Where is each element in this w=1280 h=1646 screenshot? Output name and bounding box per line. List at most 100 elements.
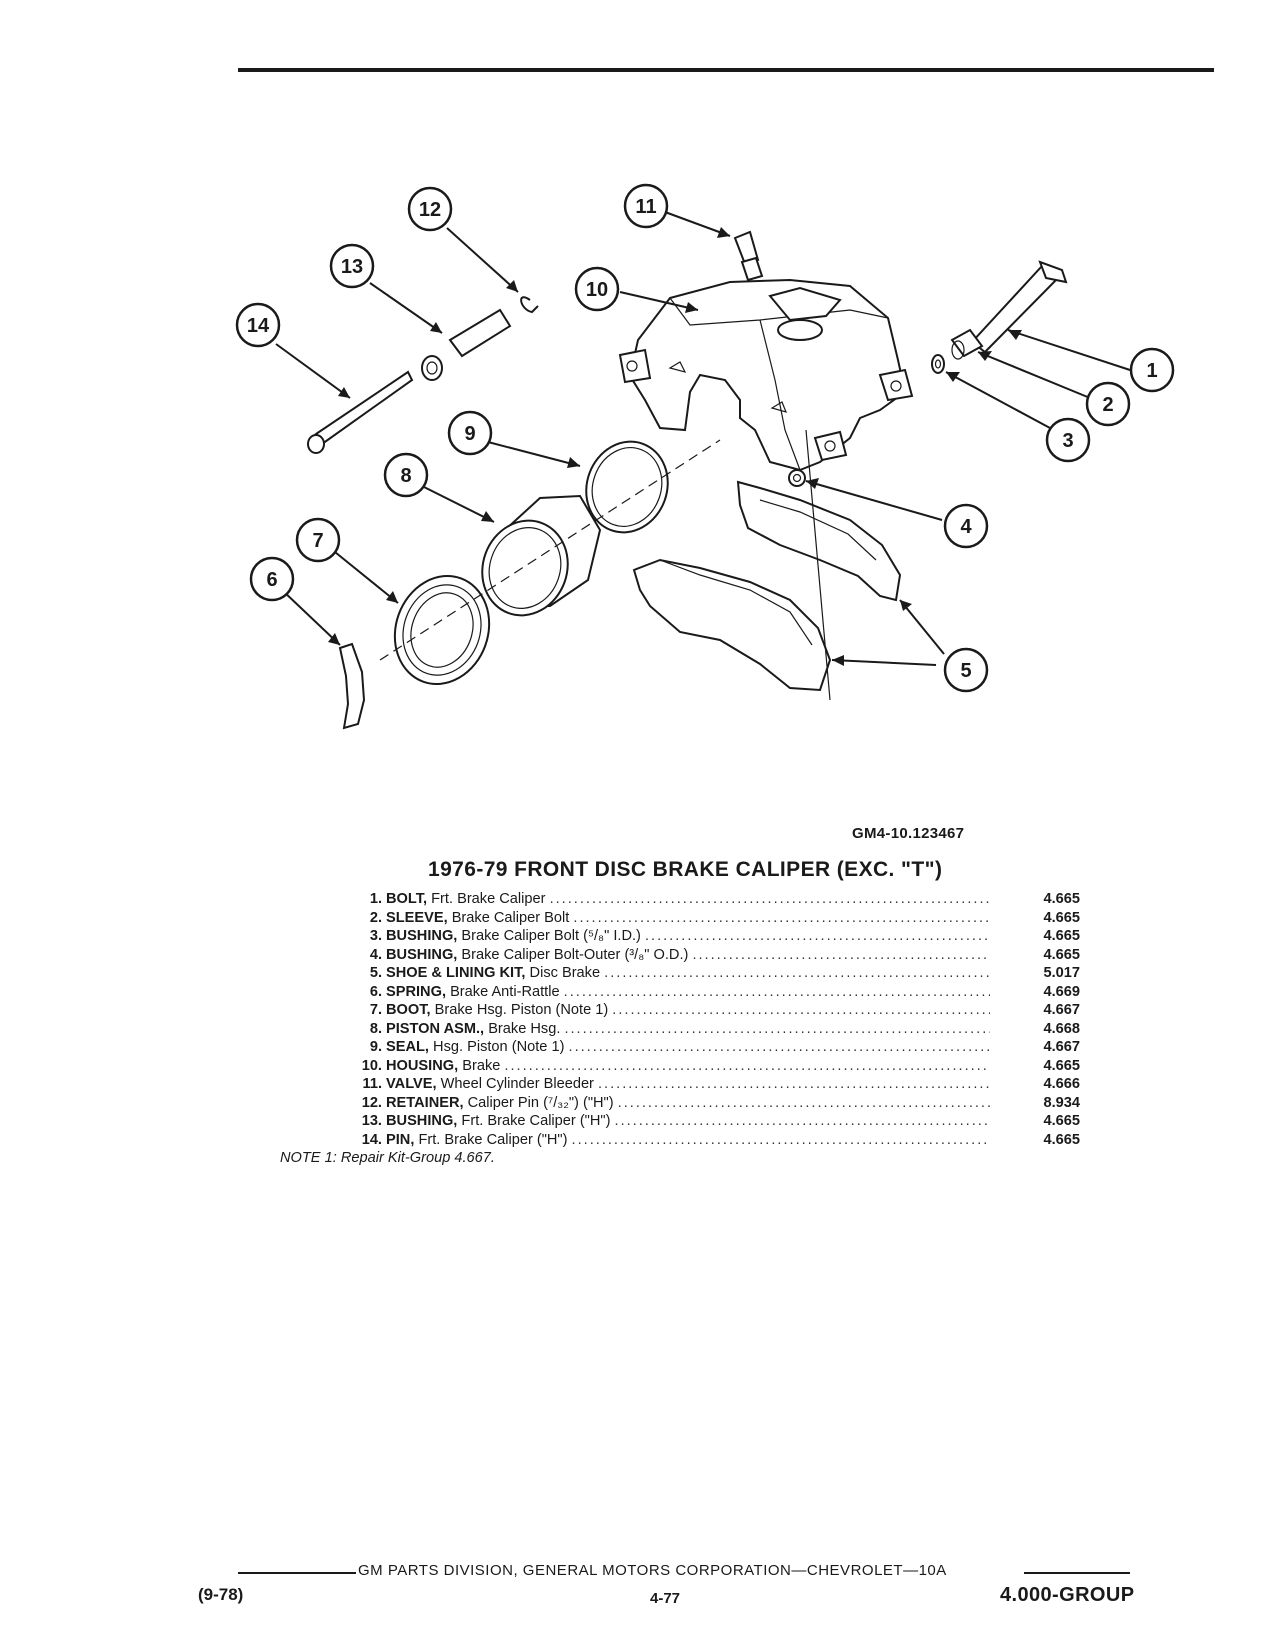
part-description: BOLT, Frt. Brake Caliper ...............…	[386, 890, 990, 909]
svg-text:2: 2	[1102, 394, 1113, 416]
part-number: 4.	[369, 946, 382, 963]
part-description: BUSHING, Brake Caliper Bolt (⁵/₈" I.D.) …	[386, 927, 990, 946]
part-row: 3.BUSHING, Brake Caliper Bolt (⁵/₈" I.D.…	[320, 927, 1080, 946]
part-name: HOUSING,	[386, 1057, 459, 1074]
part-description: RETAINER, Caliper Pin (⁷/₃₂") ("H") ....…	[386, 1094, 990, 1113]
part-number: 8.	[369, 1020, 382, 1037]
callout-3: 3	[1045, 417, 1091, 463]
retainer-part	[520, 296, 539, 314]
svg-text:5: 5	[960, 660, 971, 682]
part-row: 9.SEAL, Hsg. Piston (Note 1) ...........…	[320, 1038, 1080, 1057]
group-number: 4.666	[1043, 1076, 1080, 1092]
group-number: 5.017	[1043, 965, 1080, 981]
footer-publisher: GM PARTS DIVISION, GENERAL MOTORS CORPOR…	[358, 1562, 947, 1579]
part-name: SPRING,	[386, 983, 447, 1000]
caliper-bolt-part	[970, 260, 1068, 354]
part-name: SHOE & LINING KIT,	[386, 965, 526, 981]
part-number: 11.	[362, 1076, 382, 1092]
leader-dots: ........................................…	[563, 983, 990, 1000]
part-name: BOOT,	[386, 1002, 431, 1018]
part-detail: Frt. Brake Caliper	[431, 891, 546, 907]
part-name: BUSHING,	[386, 946, 458, 963]
part-number: 6.	[369, 983, 382, 1000]
leader-dots: ........................................…	[617, 1094, 990, 1111]
part-description: SPRING, Brake Anti-Rattle ..............…	[386, 983, 990, 1002]
part-description: SLEEVE, Brake Caliper Bolt .............…	[386, 909, 990, 928]
group-number: 4.669	[1043, 983, 1080, 1000]
part-detail: Disc Brake	[529, 965, 601, 981]
bolt-bushing-part	[931, 354, 945, 374]
svg-text:6: 6	[266, 569, 277, 591]
group-number: 4.665	[1043, 1057, 1080, 1074]
brake-shoe-part	[632, 480, 902, 692]
group-number: 4.668	[1043, 1020, 1080, 1037]
part-detail: Frt. Brake Caliper ("H")	[418, 1131, 568, 1148]
part-number: 10.	[361, 1057, 382, 1074]
leader-dots: ........................................…	[571, 1131, 990, 1148]
part-number: 14.	[361, 1131, 382, 1148]
outer-bushing-part	[788, 469, 806, 487]
part-description: BUSHING, Frt. Brake Caliper ("H") ......…	[386, 1112, 990, 1131]
group-number: 4.665	[1043, 1131, 1080, 1148]
part-number: 12.	[361, 1094, 382, 1111]
part-detail: Brake Caliper Bolt-Outer (³/₈" O.D.)	[461, 946, 689, 963]
callout-12: 12	[407, 186, 453, 232]
page-number: 4-77	[650, 1590, 681, 1607]
bolt-sleeve-part	[950, 328, 984, 360]
part-name: SLEEVE,	[386, 909, 448, 926]
leader-dots: ........................................…	[568, 1039, 990, 1055]
part-number: 2.	[369, 909, 382, 926]
footer-rule-left	[238, 1572, 356, 1574]
svg-text:14: 14	[247, 315, 270, 337]
part-name: BOLT,	[386, 891, 428, 907]
exploded-view-diagram: 1 2 3 4 5 6 7 8 9 10 11 12 13 14	[235, 183, 1175, 730]
part-name: BUSHING,	[386, 928, 458, 944]
part-detail: Brake Hsg. Piston (Note 1)	[434, 1002, 609, 1018]
bleeder-valve-part	[733, 230, 764, 282]
part-row: 2.SLEEVE, Brake Caliper Bolt ...........…	[320, 909, 1080, 928]
footer-date: (9-78)	[198, 1585, 244, 1604]
repair-kit-note: NOTE 1: Repair Kit-Group 4.667.	[280, 1150, 495, 1166]
anti-rattle-spring-part	[338, 642, 366, 730]
part-name: RETAINER,	[386, 1094, 464, 1111]
part-row: 5.SHOE & LINING KIT, Disc Brake ........…	[320, 964, 1080, 983]
caliper-housing-part	[618, 278, 914, 472]
part-detail: Brake Anti-Rattle	[450, 983, 560, 1000]
callout-11: 11	[623, 183, 669, 229]
part-name: PISTON ASM.,	[386, 1020, 485, 1037]
part-name: BUSHING,	[386, 1113, 458, 1129]
group-number: 4.665	[1043, 909, 1080, 926]
callout-2: 2	[1085, 381, 1131, 427]
part-description: HOUSING, Brake .........................…	[386, 1057, 990, 1076]
callout-8: 8	[383, 452, 429, 498]
caliper-pin-part	[307, 370, 414, 454]
svg-text:11: 11	[635, 196, 656, 218]
parts-list: 1.BOLT, Frt. Brake Caliper .............…	[320, 890, 1080, 1149]
piston-seal-part	[585, 440, 669, 534]
leader-dots: ........................................…	[644, 928, 990, 944]
part-detail: Wheel Cylinder Bleeder	[440, 1076, 594, 1092]
part-number: 9.	[369, 1039, 382, 1055]
callout-10: 10	[574, 266, 620, 312]
group-number: 8.934	[1043, 1094, 1080, 1111]
part-detail: Brake Caliper Bolt	[451, 909, 570, 926]
part-description: SEAL, Hsg. Piston (Note 1) .............…	[386, 1038, 990, 1057]
callout-9: 9	[447, 410, 493, 456]
part-detail: Brake	[462, 1057, 501, 1074]
svg-text:13: 13	[341, 256, 363, 278]
part-description: SHOE & LINING KIT, Disc Brake ..........…	[386, 964, 990, 983]
assembly-axis-line	[379, 439, 721, 661]
part-number: 1.	[369, 891, 382, 907]
svg-text:4: 4	[960, 516, 972, 538]
footer-group: 4.000-GROUP	[1000, 1584, 1135, 1606]
footer-rule-right	[1024, 1572, 1130, 1574]
svg-text:12: 12	[419, 199, 441, 221]
part-description: PIN, Frt. Brake Caliper ("H") ..........…	[386, 1131, 990, 1150]
group-number: 4.667	[1043, 1039, 1080, 1055]
group-number: 4.665	[1043, 946, 1080, 963]
group-number: 4.665	[1043, 1113, 1080, 1129]
callout-4: 4	[943, 503, 989, 549]
callout-5: 5	[943, 647, 989, 693]
callout-1: 1	[1129, 347, 1175, 393]
svg-text:8: 8	[400, 465, 411, 487]
